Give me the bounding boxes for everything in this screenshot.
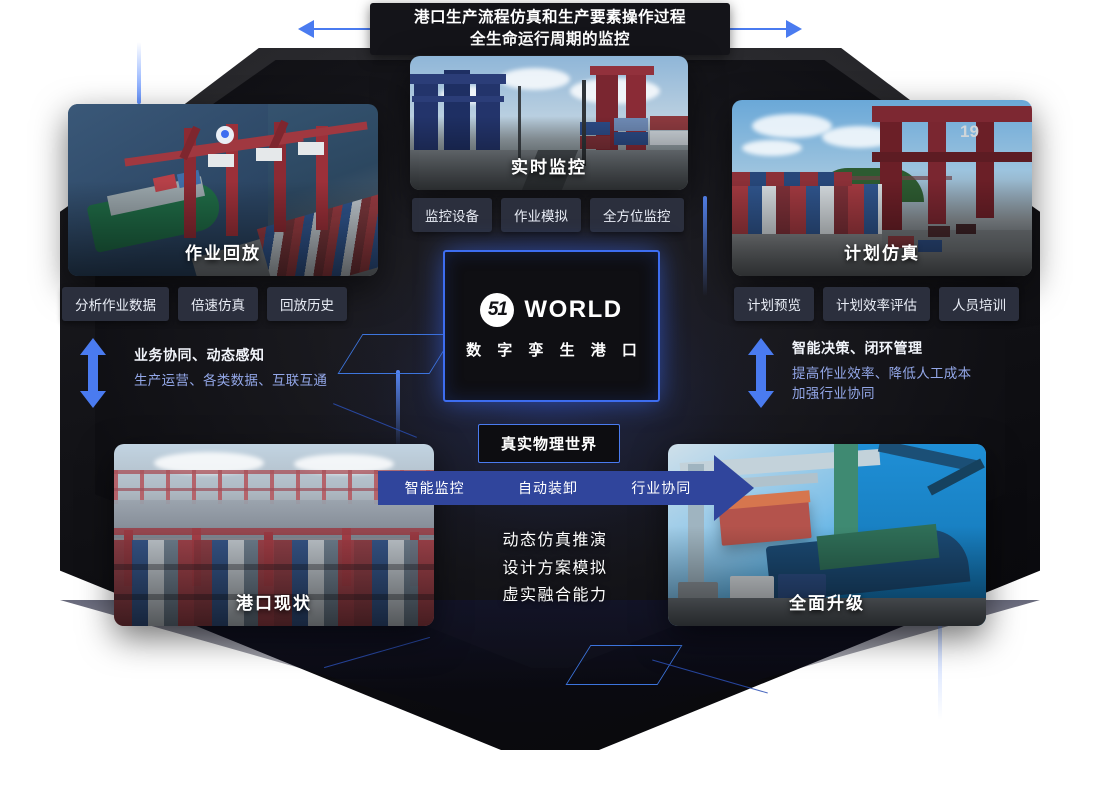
tag-plan-1[interactable]: 计划效率评估 [823, 287, 930, 321]
decorative-vline-topright [703, 196, 707, 296]
capability-item-1: 设计方案模拟 [502, 559, 608, 577]
annotation-left: 业务协同、动态感知 生产运营、各类数据、互联互通 [134, 345, 384, 391]
card-shade [68, 181, 378, 276]
tag-replay-2[interactable]: 回放历史 [267, 287, 347, 321]
main-title-line2: 全生命运行周期的监控 [469, 31, 630, 48]
process-band-labels: 智能监控 自动装卸 行业协同 [378, 471, 718, 505]
annotation-left-headline: 业务协同、动态感知 [134, 347, 265, 363]
tag-monitor-1[interactable]: 作业模拟 [501, 198, 581, 232]
center-logo-panel: 51 WORLD 数 字 孪 生 港 口 [443, 250, 660, 402]
main-title-line1: 港口生产流程仿真和生产要素操作过程 [413, 8, 686, 26]
main-title-box: 港口生产流程仿真和生产要素操作过程 全生命运行周期的监控 [370, 3, 730, 55]
annotation-right-detail-2: 加强行业协同 [792, 385, 875, 401]
band-item-2: 行业协同 [631, 480, 692, 496]
tag-replay-0[interactable]: 分析作业数据 [62, 287, 169, 321]
logo-word-world: WORLD [524, 295, 623, 323]
capability-item-2: 虚实融合能力 [502, 587, 608, 605]
card-caption-upgrade: 全面升级 [789, 594, 865, 613]
right-double-arrow-icon [748, 338, 774, 408]
title-arrow-left-line [312, 28, 372, 30]
tag-plan-2[interactable]: 人员培训 [939, 287, 1019, 321]
tags-realtime-monitor: 监控设备 作业模拟 全方位监控 [412, 198, 684, 232]
card-caption-plan: 计划仿真 [844, 244, 920, 263]
tag-replay-1[interactable]: 倍速仿真 [178, 287, 258, 321]
annotation-right-detail-1: 提高作业效率、降低人工成本 [792, 366, 972, 381]
logo-row: 51 WORLD [480, 292, 623, 327]
process-band-arrowhead [714, 455, 754, 521]
title-arrow-left-head [298, 20, 314, 38]
band-item-0: 智能监控 [404, 480, 465, 496]
card-realtime-monitor[interactable]: 实时监控 [410, 56, 688, 190]
tag-monitor-0[interactable]: 监控设备 [412, 198, 492, 232]
real-world-box: 真实物理世界 [478, 424, 620, 463]
card-caption-current: 港口现状 [236, 594, 312, 613]
card-plan-simulation[interactable]: 19 计划仿真 [732, 100, 1032, 276]
annotation-left-detail: 生产运营、各类数据、互联互通 [134, 373, 328, 388]
center-capability-list: 动态仿真推演 设计方案模拟 虚实融合能力 [440, 527, 670, 610]
card-shade [668, 525, 986, 626]
title-arrow-right-line [728, 28, 788, 30]
tags-operation-replay: 分析作业数据 倍速仿真 回放历史 [62, 287, 347, 321]
tag-monitor-2[interactable]: 全方位监控 [590, 198, 684, 232]
card-caption-replay: 作业回放 [185, 244, 261, 263]
card-shade [732, 179, 1032, 276]
title-arrow-right-head [786, 20, 802, 38]
card-caption-realtime: 实时监控 [511, 158, 587, 177]
tag-plan-0[interactable]: 计划预览 [734, 287, 814, 321]
process-band: 智能监控 自动装卸 行业协同 [378, 471, 718, 505]
logo-badge-51: 51 [480, 292, 515, 327]
card-shade [410, 116, 688, 190]
annotation-right-headline: 智能决策、闭环管理 [792, 340, 923, 356]
left-double-arrow-icon [80, 338, 106, 408]
card-shade [114, 525, 434, 626]
capability-item-0: 动态仿真推演 [502, 532, 608, 549]
card-operation-replay[interactable]: 作业回放 [68, 104, 378, 276]
logo-subtitle: 数 字 孪 生 港 口 [466, 341, 643, 359]
band-item-1: 自动装卸 [517, 480, 578, 496]
tags-plan-simulation: 计划预览 计划效率评估 人员培训 [734, 287, 1019, 321]
decorative-vline-center [396, 370, 400, 450]
card-port-current[interactable]: 港口现状 [114, 444, 434, 626]
annotation-right: 智能决策、闭环管理 提高作业效率、降低人工成本 加强行业协同 [792, 338, 1022, 403]
decorative-vline-topleft [137, 42, 141, 104]
